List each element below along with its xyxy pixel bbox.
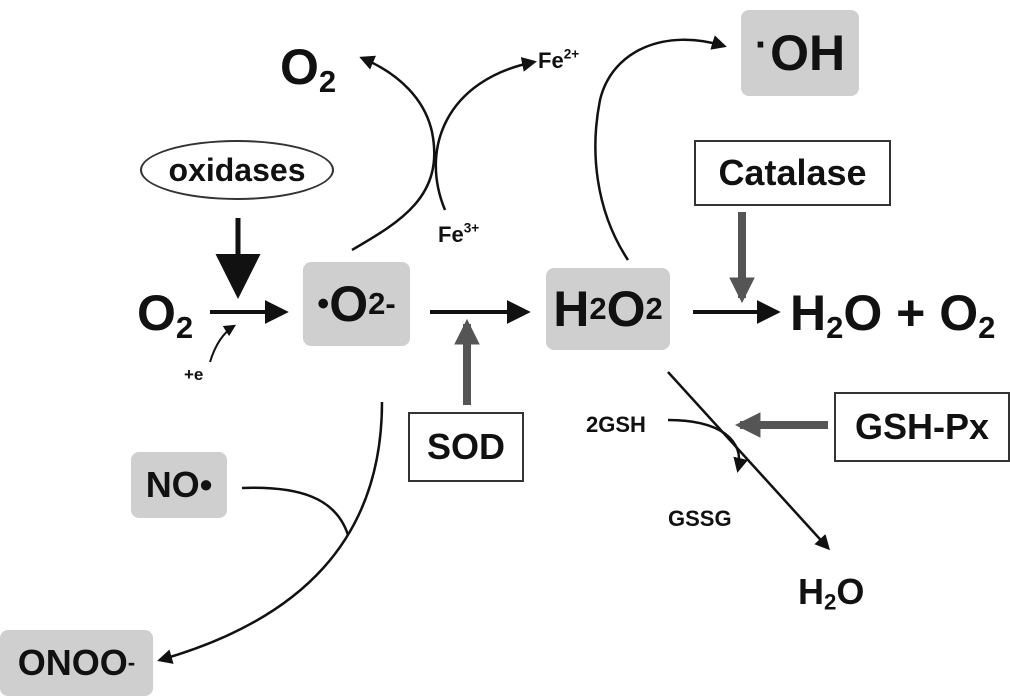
iron-iii: Fe3+: [438, 220, 480, 247]
fe3-to-fe2-curve: [434, 57, 537, 211]
glutathione-oxidized: GSSG: [668, 506, 732, 531]
iron-ii: Fe2+: [538, 46, 580, 73]
peroxynitrite: ONOO-: [0, 630, 153, 696]
superoxide-to-onoo-curve: [157, 401, 384, 664]
nitric-oxide: NO•: [131, 452, 227, 518]
oxygen-left: O2: [137, 285, 194, 345]
glutathione-reduced: 2GSH: [586, 412, 646, 437]
catalase-box: Catalase: [694, 140, 891, 206]
sod-box: SOD: [408, 412, 524, 482]
gsh-to-gssg-curve: [667, 418, 749, 473]
hydroxyl-radical: ·OH: [741, 10, 859, 96]
water-bottom: H2O: [798, 571, 865, 615]
gsh-px-box: GSH-Px: [834, 392, 1010, 462]
water-oxygen-products: H2O + O2: [790, 285, 996, 345]
h2o2-to-hydroxyl-curve: [594, 35, 727, 261]
electron-label: +e: [184, 365, 204, 384]
no-to-junction-curve: [241, 486, 350, 536]
oxidases-oval: oxidases: [140, 140, 334, 200]
electron-arrow: [209, 324, 237, 363]
oxygen-top: O2: [280, 39, 337, 99]
superoxide-to-o2-curve: [351, 55, 436, 252]
